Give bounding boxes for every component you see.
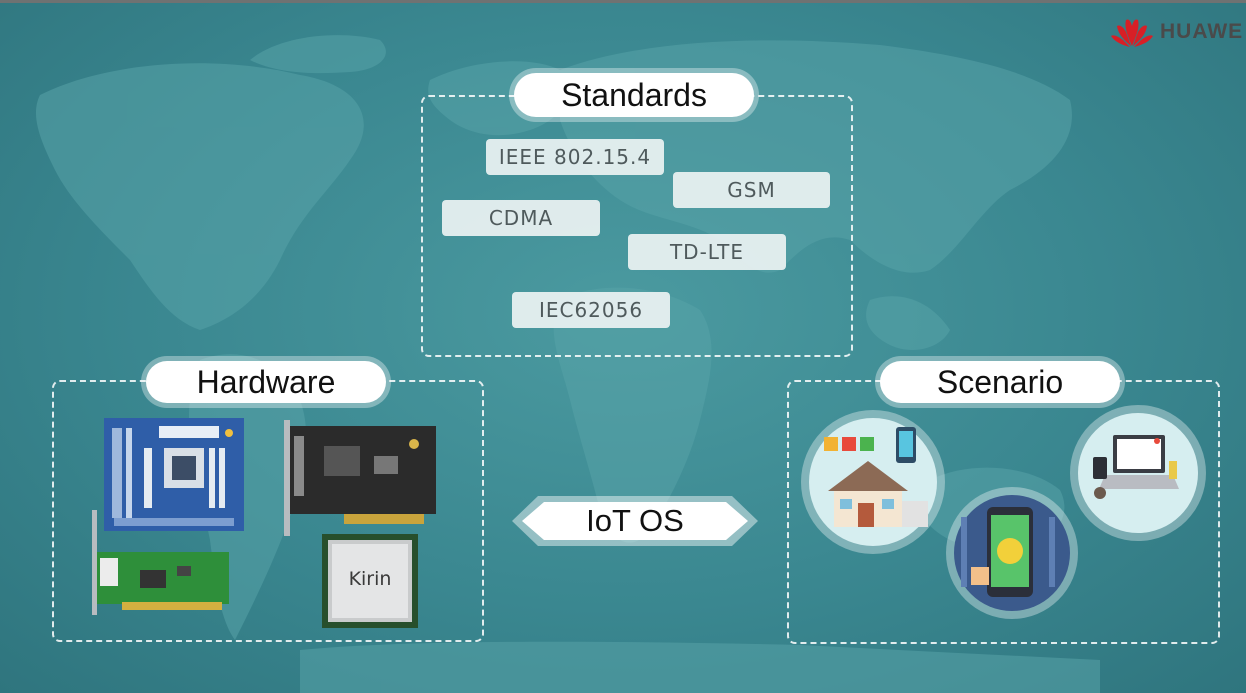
iot-os-badge-shape <box>512 496 758 546</box>
kirin-chip-image <box>322 534 418 628</box>
laptop-devices-image <box>1070 405 1206 541</box>
standard-tag-iec: IEC62056 <box>512 292 670 328</box>
network-card-image <box>92 510 229 615</box>
smart-city-mobile-image <box>946 487 1078 619</box>
motherboard-image <box>104 418 244 531</box>
kirin-chip-label: Kirin <box>348 568 392 590</box>
smart-home-image <box>801 410 945 554</box>
huawei-logo: HUAWE <box>1110 14 1246 50</box>
iot-os-label: IoT OS <box>586 503 684 538</box>
standards-title: Standards <box>514 73 754 117</box>
standard-tag-ieee: IEEE 802.15.4 <box>486 139 664 175</box>
huawei-petal-logo-icon <box>1111 19 1153 47</box>
logo-text: HUAWE <box>1160 20 1244 43</box>
scenario-title: Scenario <box>880 361 1120 403</box>
top-bar <box>0 0 1246 3</box>
hardware-title: Hardware <box>146 361 386 403</box>
standard-tag-gsm: GSM <box>673 172 830 208</box>
standard-tag-cdma: CDMA <box>442 200 600 236</box>
expansion-card-image <box>284 420 436 536</box>
standard-tag-td-lte: TD-LTE <box>628 234 786 270</box>
